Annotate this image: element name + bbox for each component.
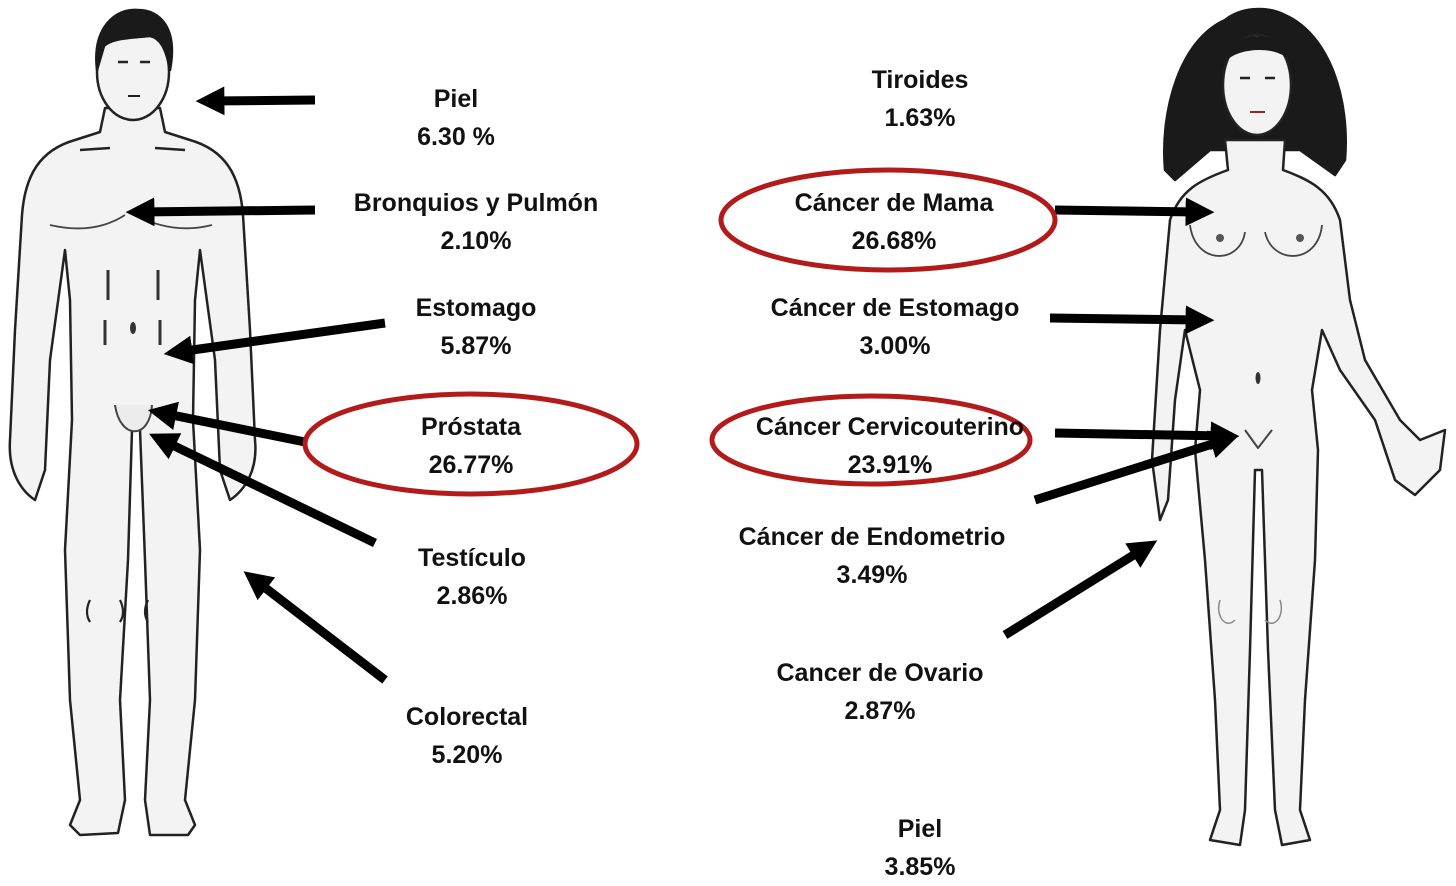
label-value: 2.87% (844, 697, 916, 725)
label-name: Bronquios y Pulmón (353, 189, 599, 217)
label-female-stomach: Cáncer de Estomago 3.00% (771, 289, 1020, 365)
arrow-testicle-male (149, 433, 377, 548)
arrow-stomach-male (163, 318, 386, 365)
label-name: Colorectal (405, 703, 529, 731)
label-name: Tiroides (871, 66, 969, 94)
label-name: Próstata (420, 413, 522, 441)
female-arrows (1002, 197, 1240, 639)
label-male-lung: Bronquios y Pulmón 2.10% (354, 184, 598, 260)
arrow-prostate-male (147, 401, 306, 447)
label-value: 26.77% (428, 451, 514, 479)
label-female-skin: Piel 3.85% (885, 810, 956, 886)
label-value: 2.86% (436, 582, 508, 610)
arrow-colorectal-male (243, 571, 388, 684)
arrow-skin-male (195, 86, 316, 116)
highlight-ellipses (302, 167, 1058, 497)
label-female-ovary: Cancer de Ovario 2.87% (776, 654, 983, 730)
prostate-highlight (302, 391, 640, 497)
arrow-cervical-female (1054, 421, 1240, 451)
arrow-stomach-female (1049, 305, 1215, 335)
label-value: 1.63% (884, 104, 956, 132)
label-name: Estomago (415, 294, 537, 322)
label-value: 26.68% (851, 227, 937, 255)
label-male-stomach: Estomago 5.87% (416, 289, 537, 365)
label-name: Cáncer de Estomago (770, 294, 1020, 322)
label-name: Piel (897, 815, 943, 843)
cervical-highlight (709, 393, 1033, 487)
label-male-colorectal: Colorectal 5.20% (406, 698, 528, 774)
female-body (1150, 7, 1447, 847)
label-female-endometrium: Cáncer de Endometrio 3.49% (739, 518, 1006, 594)
label-name: Cáncer Cervicouterino (755, 413, 1025, 441)
label-male-prostate: Próstata 26.77% (421, 408, 521, 484)
label-value: 3.85% (884, 853, 956, 881)
arrow-ovary-female (1002, 540, 1158, 639)
label-name: Cancer de Ovario (776, 659, 984, 687)
label-value: 23.91% (847, 451, 933, 479)
label-value: 3.49% (836, 561, 908, 589)
label-male-testicle: Testículo 2.86% (418, 539, 526, 615)
label-female-cervical: Cáncer Cervicouterino 23.91% (756, 408, 1024, 484)
label-name: Cáncer de Mama (794, 189, 994, 217)
arrow-lung-male (125, 197, 316, 227)
label-value: 5.87% (440, 332, 512, 360)
label-female-breast: Cáncer de Mama 26.68% (795, 184, 994, 260)
label-value: 5.20% (431, 741, 503, 769)
arrow-breast-female (1054, 197, 1215, 227)
label-name: Testículo (418, 544, 526, 572)
male-arrows (125, 86, 388, 684)
breast-highlight (718, 167, 1058, 273)
label-male-skin: Piel 6.30 % (417, 80, 495, 156)
label-name: Cáncer de Endometrio (738, 523, 1006, 551)
label-value: 6.30 % (417, 123, 495, 151)
arrow-endometrium-female (1033, 430, 1239, 505)
male-body (8, 8, 257, 837)
label-name: Piel (433, 85, 479, 113)
label-value: 3.00% (859, 332, 931, 360)
label-female-thyroid: Tiroides 1.63% (872, 61, 969, 137)
label-value: 2.10% (440, 227, 512, 255)
